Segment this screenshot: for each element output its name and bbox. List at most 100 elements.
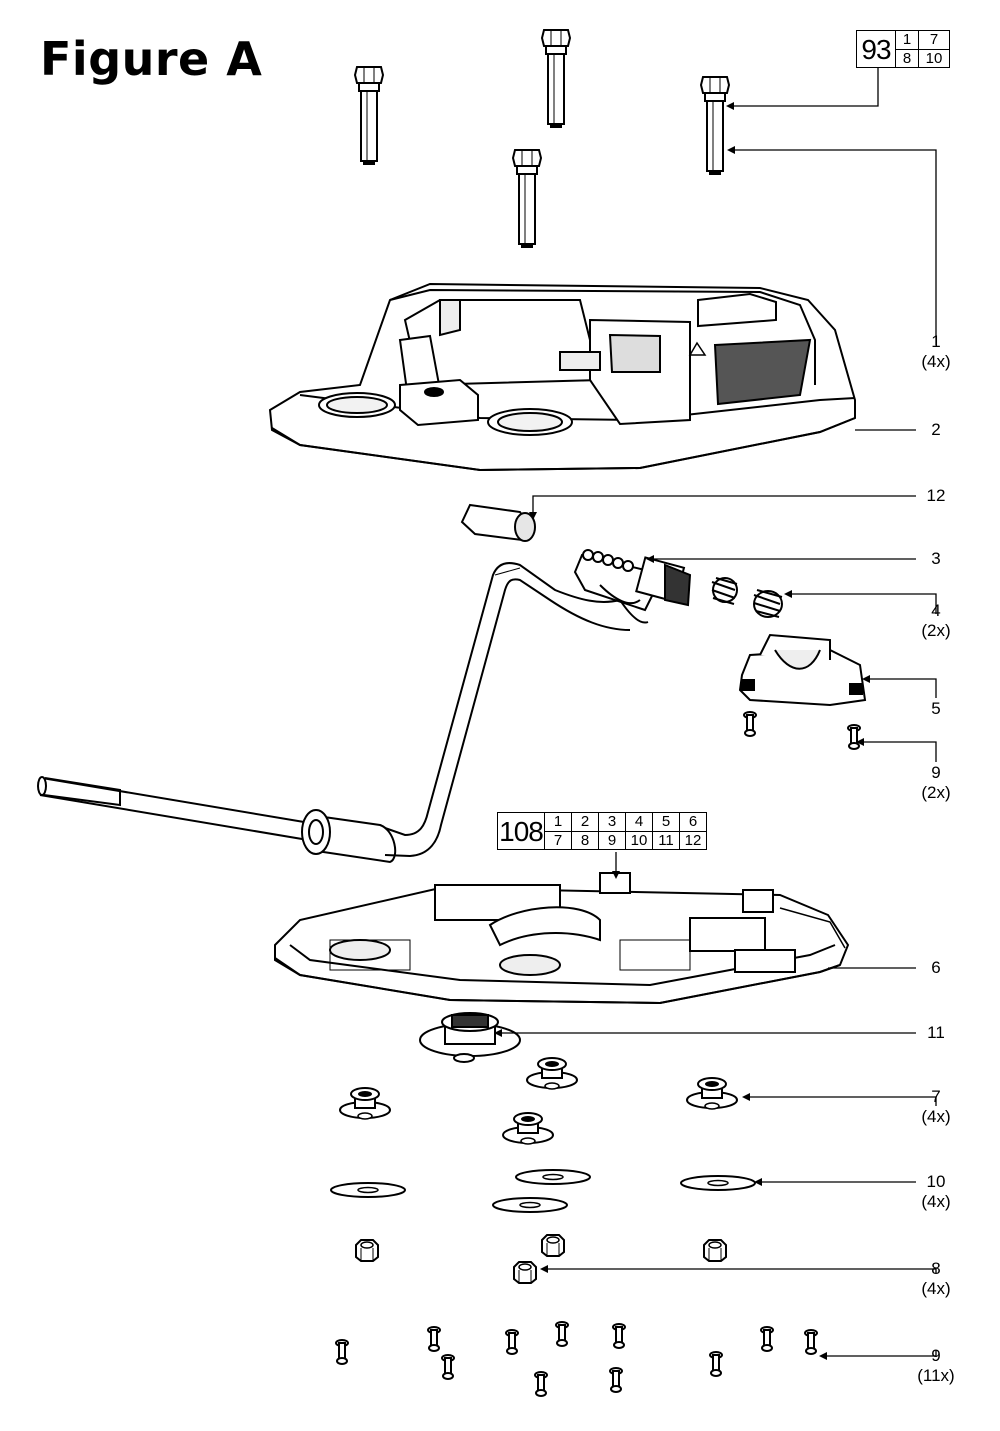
leader-lines — [500, 68, 937, 1357]
ref-table-cell: 11 — [652, 830, 680, 850]
foot-part-7 — [526, 1057, 578, 1090]
callout-number: 9 — [931, 763, 941, 782]
base-plate-part-6 — [274, 872, 850, 1005]
callout-8: 8(4x) — [906, 1259, 966, 1299]
callout-quantity: (11x) — [917, 1366, 955, 1385]
foot-part-7 — [502, 1112, 554, 1145]
nut-part-8 — [355, 1239, 379, 1262]
callout-11: 11 — [906, 1023, 966, 1043]
callout-number: 7 — [931, 1087, 941, 1106]
callout-10: 10(4x) — [906, 1172, 966, 1212]
callout-2: 2 — [906, 420, 966, 440]
ref-table-cell: 12 — [679, 830, 707, 850]
leader-9b — [825, 1350, 937, 1357]
callout-number: 1 — [931, 332, 941, 351]
callout-quantity: (4x) — [921, 1192, 951, 1211]
ref-table-cell: 9 — [598, 830, 626, 850]
callout-number: 12 — [926, 486, 946, 505]
callout-quantity: (4x) — [921, 1279, 951, 1298]
screw-part-9 — [555, 1321, 569, 1347]
leader-7 — [748, 1096, 937, 1106]
screw-part-9 — [441, 1354, 455, 1380]
leader-arrowheads — [494, 102, 870, 1360]
callout-9-base: 9(11x) — [906, 1346, 966, 1386]
screw-part-9 — [760, 1326, 774, 1352]
ref-table-cell: 1 — [895, 30, 919, 50]
ref-table-93: 93 1 7 8 10 — [856, 30, 950, 68]
callout-12: 12 — [906, 486, 966, 506]
bracket-part-5 — [738, 633, 867, 707]
leader-5 — [868, 678, 937, 698]
callout-number: 2 — [931, 420, 941, 439]
nut-part-8 — [541, 1234, 565, 1257]
leader-8 — [546, 1268, 937, 1273]
callout-number: 9 — [931, 1346, 941, 1365]
screw-part-9 — [804, 1329, 818, 1355]
ref-table-cell: 2 — [571, 812, 599, 832]
washer-part-10 — [492, 1197, 568, 1213]
callout-7: 7(4x) — [906, 1087, 966, 1127]
leader-12 — [532, 495, 916, 515]
callout-5: 5 — [906, 699, 966, 719]
leader-9a — [862, 741, 937, 762]
ref-table-cell: 6 — [679, 812, 707, 832]
ref-table-cell: 1 — [544, 812, 572, 832]
screw-part-9 — [612, 1323, 626, 1349]
screw-part-9 — [505, 1329, 519, 1355]
callout-quantity: (2x) — [921, 783, 951, 802]
connector-cap-part-12 — [460, 503, 536, 542]
foot-part-11 — [419, 1012, 521, 1063]
ref-table-cell: 10 — [625, 830, 653, 850]
screw-part-9 — [427, 1326, 441, 1352]
screw-part-9 — [335, 1339, 349, 1365]
foot-part-7 — [339, 1087, 391, 1120]
ref-table-id: 93 — [856, 30, 896, 68]
ref-table-id: 108 — [497, 812, 545, 850]
leader-4 — [790, 593, 937, 614]
ref-table-cell: 3 — [598, 812, 626, 832]
cable-assembly — [37, 562, 649, 864]
screw-part-9 — [534, 1371, 548, 1397]
callout-number: 8 — [931, 1259, 941, 1278]
ref-table-cell: 7 — [918, 30, 950, 50]
screw-part-9 — [609, 1367, 623, 1393]
connector-part-3 — [573, 549, 692, 612]
callout-number: 10 — [926, 1172, 946, 1191]
washer-part-10 — [515, 1169, 591, 1185]
callout-number: 3 — [931, 549, 941, 568]
nut-part-8 — [703, 1239, 727, 1262]
ref-table-cell: 7 — [544, 830, 572, 850]
ref-table-cell: 8 — [895, 48, 919, 68]
ref-table-cell: 8 — [571, 830, 599, 850]
screw-part-9 — [743, 711, 757, 737]
housing-part-2 — [268, 282, 856, 472]
ref-table-cell: 10 — [918, 48, 950, 68]
callout-number: 11 — [927, 1023, 945, 1042]
callout-number: 4 — [931, 601, 941, 620]
ref-table-cell: 4 — [625, 812, 653, 832]
screw-part-9 — [847, 724, 861, 750]
callout-number: 5 — [931, 699, 941, 718]
nut-part-8 — [513, 1261, 537, 1284]
callout-quantity: (2x) — [921, 621, 951, 640]
bolt-part-1 — [541, 29, 571, 129]
callout-4: 4(2x) — [906, 601, 966, 641]
leader-ref-93 — [732, 68, 879, 107]
screw-part-9 — [709, 1351, 723, 1377]
callout-6: 6 — [906, 958, 966, 978]
callout-quantity: (4x) — [921, 1107, 951, 1126]
washer-part-10 — [680, 1175, 756, 1191]
bolt-part-1 — [512, 149, 542, 249]
ref-table-108: 108 1 2 3 4 5 6 7 8 9 10 11 12 — [497, 812, 707, 850]
spring-part-4 — [711, 577, 783, 618]
leader-1 — [733, 149, 937, 345]
bolt-part-1 — [354, 66, 384, 166]
callout-3: 3 — [906, 549, 966, 569]
callout-9-bracket: 9(2x) — [906, 763, 966, 803]
foot-part-7 — [686, 1077, 738, 1110]
callout-1: 1(4x) — [906, 332, 966, 372]
callout-quantity: (4x) — [921, 352, 951, 371]
callout-number: 6 — [931, 958, 941, 977]
washer-part-10 — [330, 1182, 406, 1198]
